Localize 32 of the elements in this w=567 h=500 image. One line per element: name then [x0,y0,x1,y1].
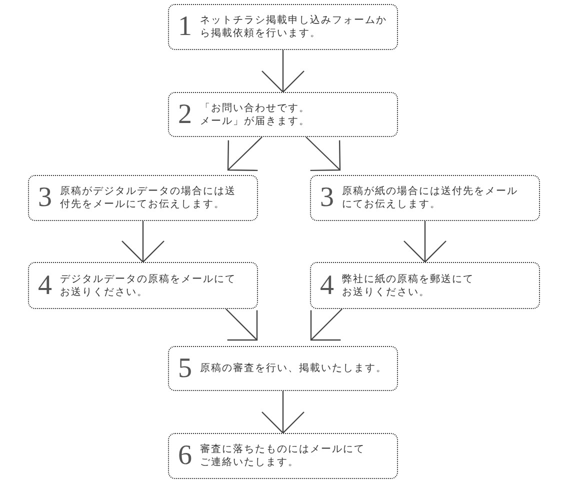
step-number: 1 [178,13,192,41]
step-number: 4 [320,272,334,300]
step-box [310,262,540,309]
step-box [168,346,398,391]
arrow [310,308,342,341]
step-number: 6 [178,442,192,470]
arrow [306,136,341,172]
step-text: 審査に落ちたものにはメールにてご連絡いたします。 [200,443,366,469]
step-text: デジタルデータの原稿をメールにてお送りください。 [60,272,237,298]
step-number: 3 [320,184,334,212]
arrow [403,221,447,263]
step-text: ネットチラシ掲載申し込みフォームから掲載依頼を行います。 [200,14,388,40]
step-box [168,433,398,479]
step-number: 3 [38,184,52,212]
step-box [168,4,398,50]
arrow [121,221,165,263]
arrow [227,136,262,172]
step-text: 原稿が紙の場合には送付先をメールにてお伝えします。 [342,185,519,211]
step-text: 「お問い合わせです。メール」が届きます。 [200,102,311,128]
arrow [261,391,305,434]
arrow [226,308,258,341]
step-number: 2 [178,100,192,128]
step-box [310,175,540,221]
step-box [28,175,258,221]
step-box [168,92,398,137]
step-text: 原稿の審査を行い、掲載いたします。 [200,362,388,375]
step-number: 5 [178,354,192,382]
arrow [261,50,305,93]
step-number: 4 [38,272,52,300]
step-text: 原稿がデジタルデータの場合には送付先をメールにてお伝えします。 [60,185,237,211]
step-box [28,262,258,309]
step-text: 弊社に紙の原稿を郵送にてお送りください。 [342,272,475,298]
